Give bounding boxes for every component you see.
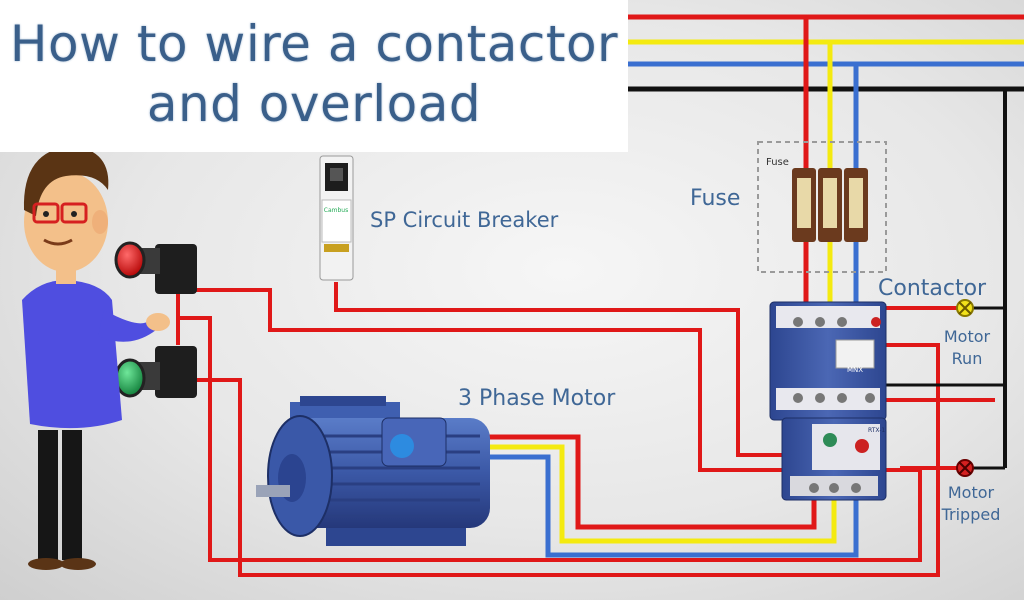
sp-circuit-breaker-label: SP Circuit Breaker (370, 208, 559, 232)
fuse-label: Fuse (690, 186, 741, 211)
sp-circuit-breaker: Cambus (319, 155, 354, 281)
motor-tripped-label-line-1: Motor (947, 483, 995, 502)
fuse-small-label: Fuse (766, 157, 789, 168)
motor-run-lamp (956, 299, 974, 317)
overload-model: RTX-1 (868, 427, 885, 434)
start-push-button (114, 346, 197, 398)
fuse-holders (792, 168, 868, 242)
contactor: MNX (769, 301, 887, 421)
stop-push-button (114, 241, 197, 294)
three-phase-motor-label: 3 Phase Motor (458, 386, 616, 411)
fuse-box: Fuse (757, 141, 887, 273)
motor-run-label-line-2: Run (951, 349, 983, 368)
motor-run-label-line-1: Motor (943, 327, 991, 346)
motor-tripped-lamp (956, 459, 974, 477)
contactor-model: MNX (847, 366, 863, 374)
overload-relay: RTX-1 (781, 417, 887, 501)
contactor-label: Contactor (878, 276, 987, 301)
motor-tripped-label-line-2: Tripped (941, 505, 1001, 524)
title-panel: How to wire a contactor and overload (0, 0, 628, 152)
motor-wiring (400, 434, 859, 558)
supply-bus (628, 14, 1024, 92)
three-phase-motor (256, 396, 490, 546)
breaker-brand: Cambus (324, 207, 348, 214)
page-title-line-1: How to wire a contactor (9, 15, 619, 73)
motor-tripped-label: Motor Tripped (936, 482, 1006, 526)
motor-run-label: Motor Run (932, 326, 1002, 370)
page-title-line-2: and overload (146, 75, 482, 133)
cartoon-man (22, 146, 170, 570)
